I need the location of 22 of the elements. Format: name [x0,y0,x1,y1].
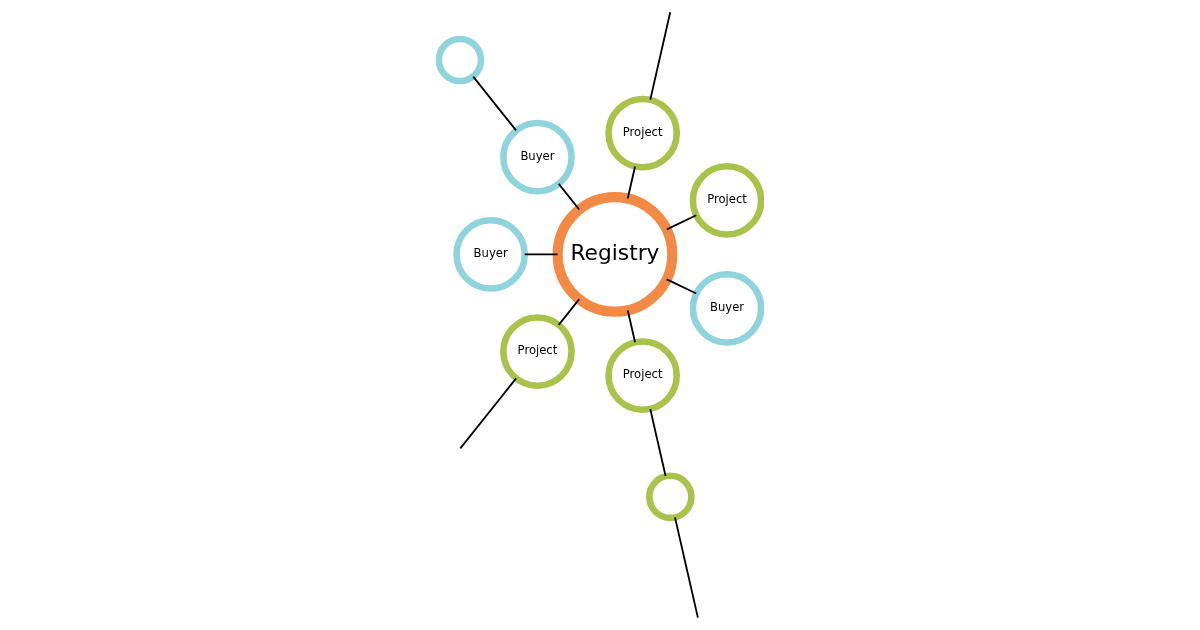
connector [665,214,698,231]
connector [557,182,581,211]
node-circle: Project [500,314,575,389]
node-circle: Project [605,338,680,413]
node-circle: Project [689,163,764,238]
node-circle: Project [605,95,680,171]
node-circle: Buyer [689,271,764,346]
node-circle [436,35,485,85]
connector [557,298,581,326]
connector [674,516,699,619]
connector [626,309,636,344]
connector [665,278,698,295]
connector [472,75,517,132]
connector [626,165,636,200]
node-circle: Registry [552,192,678,317]
connector [649,408,667,477]
connector [459,377,517,450]
connector [649,11,672,101]
node-circle [646,472,695,522]
connector [523,253,559,256]
node-circle: Buyer [453,217,528,292]
node-circle: Buyer [500,119,575,195]
